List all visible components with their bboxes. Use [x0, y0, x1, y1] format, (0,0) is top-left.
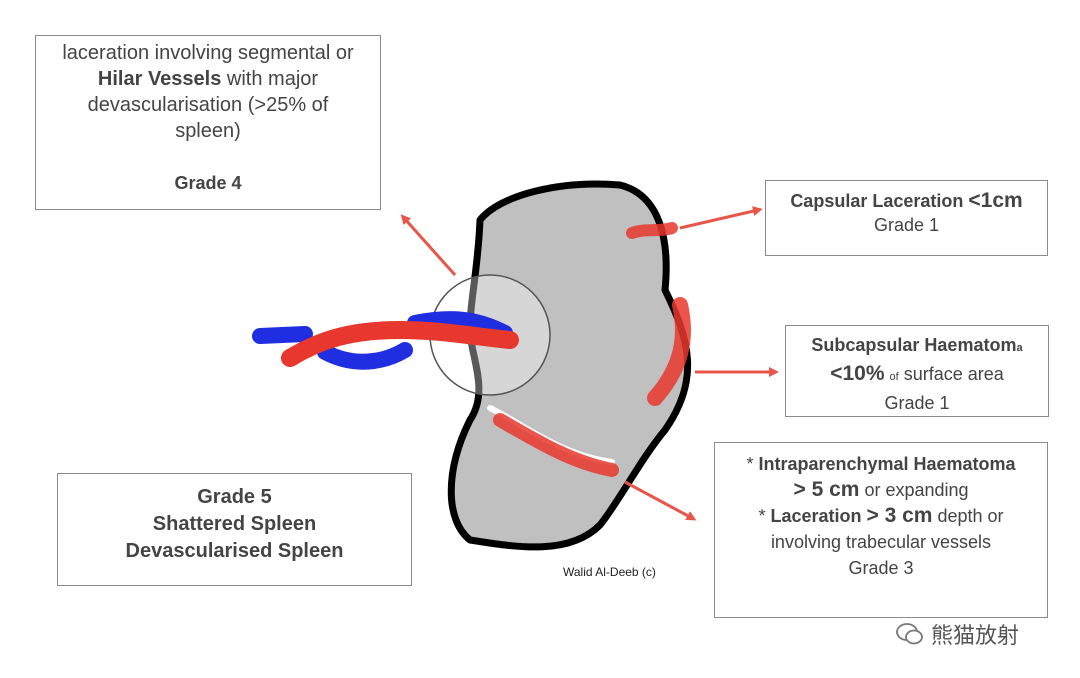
- grade1-haematoma-pct: <10%: [830, 362, 885, 385]
- grade1-laceration-title: Capsular Laceration: [790, 191, 964, 211]
- splenic-vein: [252, 311, 513, 370]
- arrow-grade3: [624, 480, 697, 521]
- arrow-grade1-laceration: [679, 206, 763, 230]
- watermark-text: 熊猫放射: [931, 623, 1020, 648]
- grade1-haematoma-box: Subcapsular Haematoma <10% of surface ar…: [785, 325, 1049, 417]
- grade4-line1: laceration involving segmental or: [62, 42, 354, 64]
- spleen-shape: [447, 180, 692, 551]
- intraparenchymal-haematoma-mark: [493, 413, 619, 477]
- grade4-box: laceration involving segmental or Hilar …: [35, 35, 381, 210]
- grade1-haematoma-grade: Grade 1: [884, 393, 950, 413]
- grade3-title2: Laceration: [770, 506, 862, 526]
- capsular-laceration-mark: [626, 222, 678, 239]
- grade5-line1: Grade 5: [197, 486, 272, 508]
- grade3-star1: *: [746, 454, 759, 474]
- grade3-rest2: depth or: [932, 506, 1004, 526]
- grade1-haematoma-size-line: <10% of surface area: [786, 361, 1048, 390]
- grade4-bold: Hilar Vessels: [97, 68, 222, 90]
- grade1-laceration-size: <1cm: [968, 189, 1023, 212]
- grade4-line3: devascularisation (>25% of: [87, 94, 329, 116]
- grade5-line2: Shattered Spleen: [152, 513, 317, 535]
- grade3-size1: > 5 cm: [793, 478, 860, 501]
- grade1-laceration-box: Capsular Laceration <1cm Grade 1: [765, 180, 1048, 256]
- subcapsular-haematoma-mark: [647, 297, 691, 406]
- grade3-star2: *: [758, 506, 771, 526]
- grade3-line3: * Laceration > 3 cm depth or: [715, 503, 1047, 529]
- grade4-line2: Hilar Vessels with major: [36, 66, 380, 92]
- grade3-line4: involving trabecular vessels: [770, 532, 992, 552]
- grade3-line1: * Intraparenchymal Haematoma: [715, 451, 1047, 477]
- grade4-line2-rest: with major: [221, 68, 319, 90]
- wechat-icon: [896, 623, 923, 645]
- grade1-laceration-grade: Grade 1: [873, 215, 940, 235]
- grade1-haematoma-of: of: [889, 371, 899, 383]
- grade1-haematoma-title: Subcapsular Haematom: [811, 335, 1017, 355]
- arrow-grade4: [400, 214, 457, 277]
- grade3-box: * Intraparenchymal Haematoma > 5 cm or e…: [714, 442, 1048, 618]
- grade4-line4: spleen): [175, 120, 241, 142]
- author-credit: Walid Al-Deeb (c): [563, 565, 656, 579]
- grade4-label: Grade 4: [174, 173, 242, 193]
- grade5-box: Grade 5 Shattered Spleen Devascularised …: [57, 473, 412, 586]
- grade3-rest1: or expanding: [859, 480, 969, 500]
- splenic-artery: [281, 320, 519, 367]
- grade3-title1: Intraparenchymal Haematoma: [758, 454, 1016, 474]
- grade1-laceration-title-line: Capsular Laceration <1cm: [766, 189, 1047, 213]
- grade1-haematoma-rest: surface area: [898, 364, 1004, 384]
- grade3-line2: > 5 cm or expanding: [715, 477, 1047, 503]
- grade1-haematoma-title-line: Subcapsular Haematoma: [786, 332, 1048, 361]
- grade5-line3: Devascularised Spleen: [125, 540, 344, 562]
- grade1-haematoma-title-suffix: a: [1016, 342, 1023, 354]
- grade3-size2: > 3 cm: [866, 504, 933, 527]
- grade3-grade: Grade 3: [848, 558, 914, 578]
- watermark: 熊猫放射: [895, 618, 1019, 650]
